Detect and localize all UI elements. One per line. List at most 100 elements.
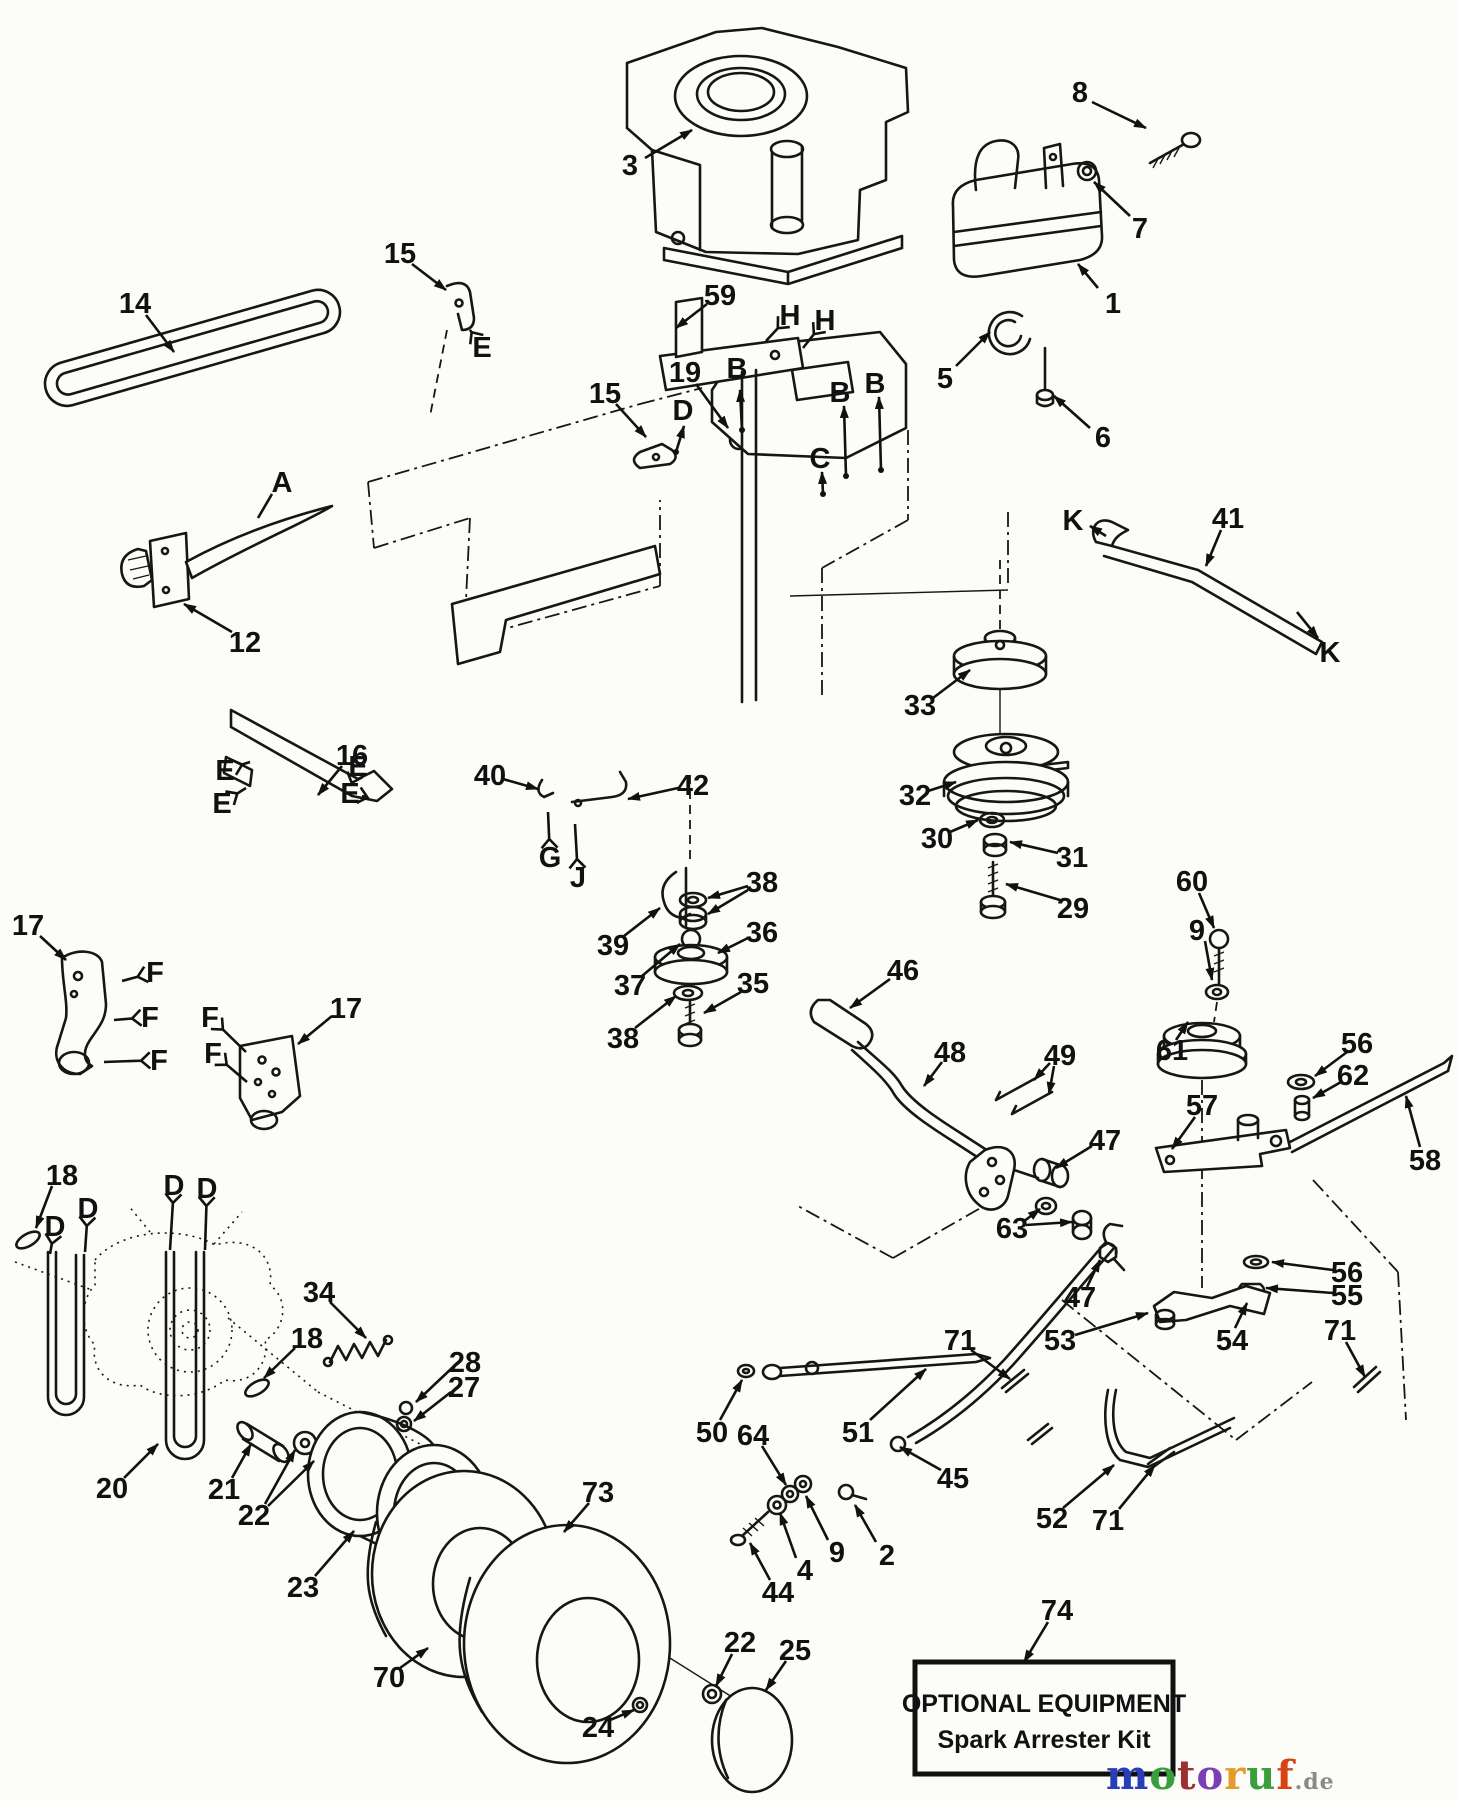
leader-arrow bbox=[563, 1502, 590, 1533]
leader-fork bbox=[346, 771, 363, 786]
leader-arrow bbox=[874, 396, 884, 471]
leader-arrow bbox=[736, 389, 746, 431]
part-callout-19: 19 bbox=[669, 357, 701, 389]
part-callout-49: 49 bbox=[1044, 1040, 1076, 1072]
pipe-clamp bbox=[987, 310, 1032, 356]
part-callout-8: 8 bbox=[1072, 77, 1088, 109]
part-callout-59: 59 bbox=[704, 280, 736, 312]
part-callout-D: D bbox=[164, 1170, 185, 1202]
part-callout-22: 22 bbox=[724, 1627, 756, 1659]
leader-fork bbox=[568, 823, 587, 870]
leader-arrow bbox=[932, 668, 971, 700]
part-callout-D: D bbox=[197, 1173, 218, 1205]
leader-arrow bbox=[1085, 1259, 1102, 1288]
part-callout-K: K bbox=[1320, 637, 1341, 669]
leader-arrow bbox=[1046, 1065, 1056, 1095]
part-callout-12: 12 bbox=[229, 627, 261, 659]
leader-arrow bbox=[970, 1348, 1011, 1381]
bracket-17-right bbox=[238, 1034, 302, 1131]
leader-arrow bbox=[314, 1530, 355, 1577]
optional-equipment-box: OPTIONAL EQUIPMENT Spark Arrester Kit bbox=[902, 1659, 1186, 1777]
part-callout-38: 38 bbox=[746, 867, 778, 899]
leader-arrow bbox=[183, 602, 233, 634]
part-callout-62: 62 bbox=[1337, 1060, 1369, 1092]
part-callout-27: 27 bbox=[448, 1372, 480, 1404]
leader-arrow bbox=[1174, 1021, 1190, 1041]
idler-rod-41 bbox=[1091, 519, 1324, 656]
leader-arrow bbox=[853, 1504, 878, 1543]
part-callout-38: 38 bbox=[607, 1023, 639, 1055]
leader-arrow bbox=[1077, 263, 1099, 289]
watermark-letter: o bbox=[1196, 1752, 1225, 1799]
hook-40 bbox=[537, 778, 555, 799]
part-callout-56: 56 bbox=[1331, 1257, 1363, 1289]
watermark-letter: f bbox=[1276, 1752, 1295, 1799]
clip-2 bbox=[837, 1483, 868, 1501]
part-callout-15: 15 bbox=[384, 238, 416, 270]
part-callout-E: E bbox=[212, 788, 231, 820]
part-callout-33: 33 bbox=[904, 690, 936, 722]
leader-arrow bbox=[297, 1014, 333, 1046]
cable-clip-lower bbox=[632, 442, 677, 470]
part-callout-36: 36 bbox=[746, 917, 778, 949]
part-callout-28: 28 bbox=[449, 1347, 481, 1379]
part-callout-29: 29 bbox=[1057, 893, 1089, 925]
part-callout-H: H bbox=[780, 300, 801, 332]
leader-arrow bbox=[144, 314, 176, 353]
part-callout-22: 22 bbox=[238, 1500, 270, 1532]
leader-arrow bbox=[1074, 1311, 1149, 1337]
part-callout-E: E bbox=[340, 778, 359, 810]
watermark-letter: t bbox=[1177, 1752, 1197, 1799]
leader-arrow bbox=[718, 1379, 744, 1421]
chassis-frame bbox=[367, 330, 1313, 1441]
leader-arrow bbox=[1033, 1062, 1051, 1081]
ball-28 bbox=[398, 1400, 414, 1416]
leader-arrow bbox=[399, 1646, 429, 1670]
shift-lever-46-48 bbox=[809, 998, 1070, 1211]
part-callout-18: 18 bbox=[291, 1323, 323, 1355]
leader-arrow bbox=[922, 1061, 944, 1087]
leader-dot bbox=[673, 449, 679, 455]
tire-73 bbox=[458, 1523, 672, 1765]
part-callout-9: 9 bbox=[829, 1537, 845, 1569]
leader-fork bbox=[540, 811, 559, 850]
watermark-letter: o bbox=[1149, 1752, 1178, 1799]
leader-arrow bbox=[230, 1443, 253, 1479]
leader-arrow bbox=[1344, 1341, 1367, 1378]
leader-arrow bbox=[1022, 1207, 1041, 1224]
washers-4 bbox=[766, 1484, 800, 1516]
part-callout-4: 4 bbox=[797, 1555, 813, 1587]
leader-arrow bbox=[1022, 1621, 1050, 1663]
optional-equipment-line1: OPTIONAL EQUIPMENT bbox=[902, 1690, 1186, 1718]
leader-arrow bbox=[694, 383, 730, 429]
part-callout-74: 74 bbox=[1041, 1595, 1073, 1627]
part-callout-54: 54 bbox=[1216, 1325, 1248, 1357]
leader-arrow bbox=[849, 977, 891, 1010]
part-callout-J: J bbox=[570, 862, 586, 894]
part-callout-45: 45 bbox=[937, 1463, 969, 1495]
leader-arrow bbox=[644, 128, 693, 160]
leader-arrow bbox=[839, 405, 849, 477]
engine-pulley-33 bbox=[952, 560, 1048, 736]
leader-arrow bbox=[1265, 1284, 1334, 1295]
leader-arrow bbox=[1314, 1050, 1348, 1078]
part-callout-21: 21 bbox=[208, 1474, 240, 1506]
leader-arrow bbox=[675, 302, 708, 330]
hook-42 bbox=[570, 770, 628, 808]
part-callout-F: F bbox=[201, 1002, 219, 1034]
leader-arrow bbox=[1197, 892, 1216, 929]
part-callout-34: 34 bbox=[303, 1277, 335, 1309]
leader-arrow bbox=[764, 1660, 788, 1691]
lift-assembly bbox=[1152, 928, 1454, 1421]
part-callout-5: 5 bbox=[937, 363, 953, 395]
leader-arrow bbox=[703, 990, 742, 1015]
muffler-washer bbox=[1076, 160, 1098, 182]
brake-rod-45 bbox=[889, 1222, 1124, 1453]
spacers-63 bbox=[1034, 1196, 1093, 1241]
watermark-letter: m bbox=[1106, 1752, 1150, 1799]
leader-arrow bbox=[627, 786, 679, 801]
leader-arrow bbox=[707, 888, 749, 916]
u-bolt-right bbox=[164, 1250, 206, 1461]
leader-arrow bbox=[1005, 882, 1061, 902]
part-callout-G: G bbox=[539, 842, 562, 874]
